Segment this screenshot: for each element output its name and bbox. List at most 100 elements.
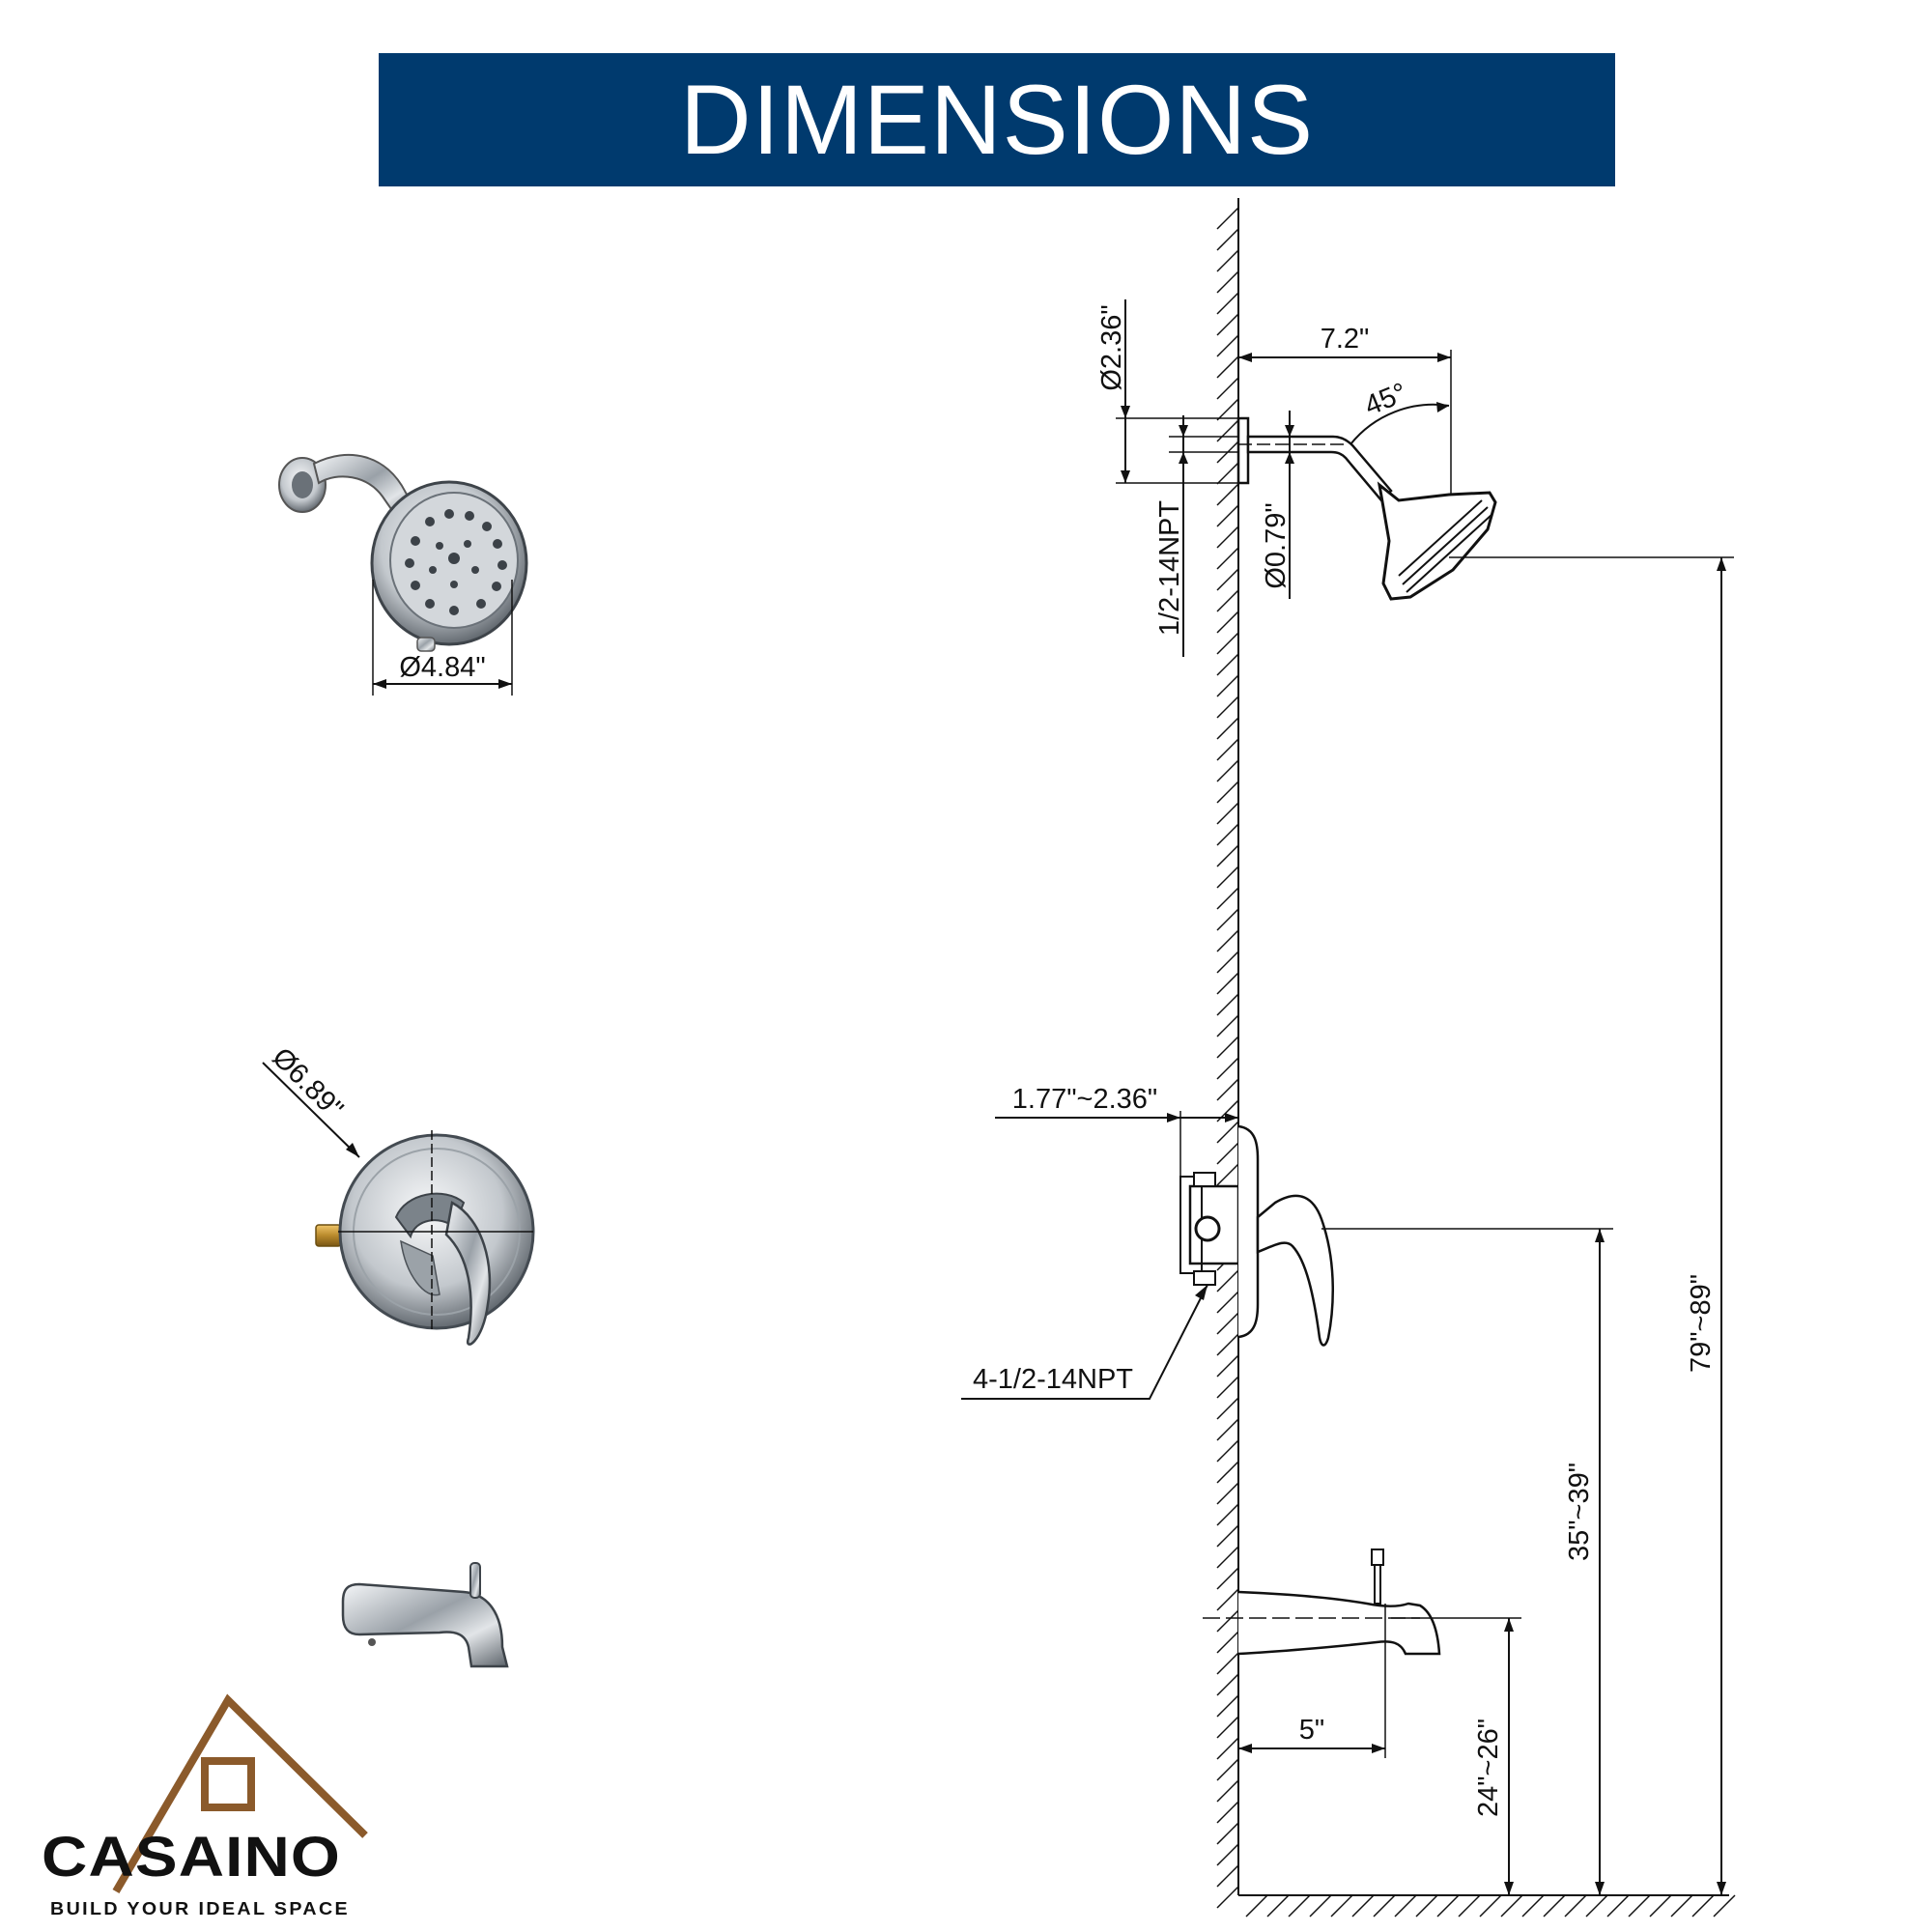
- arm-pipe-diameter-label: Ø0.79": [1261, 502, 1292, 588]
- floor-hatch-line: [1288, 1894, 1311, 1918]
- valve-trim-diameter-label: Ø6.89": [266, 1042, 349, 1125]
- wall-hatch-line: [1216, 1546, 1239, 1569]
- valve-trim-photo: [315, 1133, 535, 1346]
- wall-hatch-line: [1216, 929, 1239, 952]
- floor-hatch-line: [1585, 1894, 1608, 1918]
- tub-spout-photo: [341, 1562, 509, 1668]
- floor-hatch-line: [1500, 1894, 1523, 1918]
- floor-hatch-line: [1351, 1894, 1375, 1918]
- wall-hatch-line: [1216, 1758, 1239, 1781]
- shower-head-photo: [278, 453, 528, 652]
- wall-hatch-line: [1216, 377, 1239, 400]
- shower-head-drawing: [1377, 481, 1497, 601]
- wall-hatch-line: [1216, 1822, 1239, 1845]
- spout-height-label: 24"~26": [1473, 1719, 1504, 1817]
- wall-hatch-line: [1216, 1779, 1239, 1803]
- arm-angle-dimension: 45°: [1350, 378, 1450, 445]
- floor-hatch-line: [1543, 1894, 1566, 1918]
- wall-hatch-line: [1216, 802, 1239, 825]
- wall-hatch-line: [1216, 1014, 1239, 1037]
- shower-head-height-label: 79"~89": [1686, 1274, 1717, 1373]
- arm-thread-label: 1/2-14NPT: [1154, 500, 1185, 637]
- wall-hatch-line: [1216, 1737, 1239, 1760]
- wall: [1216, 198, 1239, 1909]
- wall-hatch-line: [1216, 1482, 1239, 1505]
- wall-hatch-line: [1216, 228, 1239, 251]
- wall-hatch-line: [1216, 1078, 1239, 1101]
- wall-hatch-line: [1216, 1886, 1239, 1909]
- floor: [1238, 1894, 1736, 1918]
- wall-hatch-line: [1216, 674, 1239, 697]
- arm-reach-label: 7.2": [1321, 324, 1370, 355]
- wall-hatch-line: [1216, 1397, 1239, 1420]
- wall-hatch-line: [1216, 1801, 1239, 1824]
- wall-hatch-line: [1216, 1163, 1239, 1186]
- wall-hatch-line: [1216, 951, 1239, 974]
- floor-hatch-line: [1628, 1894, 1651, 1918]
- floor-hatch-line: [1649, 1894, 1672, 1918]
- spout-reach-label: 5": [1299, 1715, 1324, 1746]
- wall-hatch-line: [1216, 717, 1239, 740]
- wall-hatch-line: [1216, 993, 1239, 1016]
- shower-arm-drawing: [1236, 416, 1393, 502]
- wall-hatch-line: [1216, 398, 1239, 421]
- wall-hatch-line: [1216, 1652, 1239, 1675]
- wall-hatch-line: [1216, 207, 1239, 230]
- spout-reach-dimension: 5": [1238, 1604, 1386, 1758]
- wall-hatch-line: [1216, 844, 1239, 867]
- wall-hatch-line: [1216, 972, 1239, 995]
- logo-window-icon: [201, 1757, 255, 1811]
- wall-hatch-line: [1216, 355, 1239, 379]
- wall-hatch-line: [1216, 632, 1239, 655]
- valve-depth-dimension: 1.77"~2.36": [995, 1084, 1238, 1177]
- wall-hatch-line: [1216, 270, 1239, 294]
- wall-hatch-line: [1216, 1269, 1239, 1293]
- arm-reach-dimension: 7.2": [1238, 324, 1452, 495]
- wall-hatch-line: [1216, 1121, 1239, 1144]
- flange-diameter-dimension: Ø2.36": [1096, 299, 1238, 484]
- wall-hatch-line: [1216, 292, 1239, 315]
- spout-height-dimension: 24"~26": [1391, 1617, 1521, 1895]
- wall-hatch-line: [1216, 866, 1239, 889]
- wall-hatch-line: [1216, 1461, 1239, 1484]
- wall-hatch-line: [1216, 653, 1239, 676]
- valve-ports-label: 4-1/2-14NPT: [973, 1364, 1133, 1395]
- valve-ports-dimension: 4-1/2-14NPT: [961, 1284, 1208, 1400]
- floor-hatch-line: [1394, 1894, 1417, 1918]
- logo-roof-icon: [112, 1693, 368, 1894]
- floor-hatch-line: [1670, 1894, 1693, 1918]
- tub-spout-drawing: [1203, 1548, 1441, 1656]
- wall-hatch-line: [1216, 1142, 1239, 1165]
- wall-hatch-line: [1216, 1057, 1239, 1080]
- wall-hatch-line: [1216, 1588, 1239, 1611]
- flange-diameter-label: Ø2.36": [1096, 304, 1127, 390]
- wall-hatch-line: [1216, 1312, 1239, 1335]
- wall-hatch-line: [1216, 781, 1239, 804]
- wall-hatch-line: [1216, 526, 1239, 549]
- wall-hatch-line: [1216, 1418, 1239, 1441]
- brand-logo: CASAINO BUILD YOUR IDEAL SPACE: [42, 1693, 368, 1918]
- arm-thread-dimension: 1/2-14NPT: [1154, 415, 1238, 657]
- wall-hatch-line: [1216, 419, 1239, 442]
- floor-hatch-line: [1330, 1894, 1353, 1918]
- wall-hatch-line: [1216, 313, 1239, 336]
- wall-hatch-line: [1216, 1567, 1239, 1590]
- valve-depth-label: 1.77"~2.36": [1012, 1084, 1157, 1115]
- floor-hatch-line: [1373, 1894, 1396, 1918]
- page-title: DIMENSIONS: [679, 65, 1315, 175]
- title-banner: DIMENSIONS: [379, 53, 1615, 186]
- wall-hatch-line: [1216, 334, 1239, 357]
- wall-hatch-line: [1216, 1694, 1239, 1718]
- shower-head-diameter-dimension: Ø4.84": [372, 580, 513, 696]
- shower-head-height-dimension: 79"~89": [1449, 556, 1734, 1895]
- wall-hatch-line: [1216, 1864, 1239, 1888]
- wall-hatch-line: [1216, 1439, 1239, 1463]
- floor-hatch-line: [1691, 1894, 1715, 1918]
- floor-hatch-line: [1458, 1894, 1481, 1918]
- floor-hatch-line: [1479, 1894, 1502, 1918]
- wall-hatch-line: [1216, 1524, 1239, 1548]
- wall-hatch-line: [1216, 887, 1239, 910]
- floor-hatch-line: [1309, 1894, 1332, 1918]
- floor-hatch-line: [1266, 1894, 1290, 1918]
- floor-hatch-line: [1245, 1894, 1268, 1918]
